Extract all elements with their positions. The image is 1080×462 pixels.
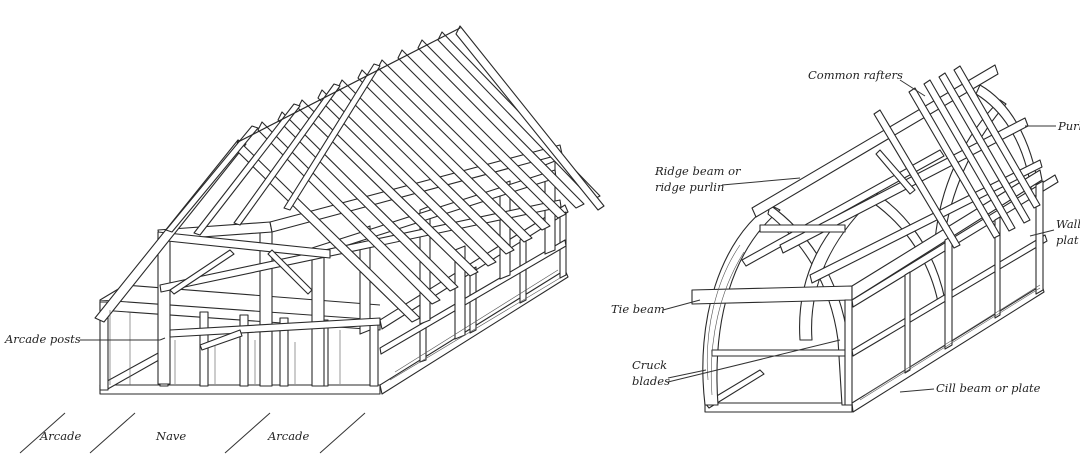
wall-plate-label-line1: Wall: [1056, 217, 1080, 231]
cruck-blades-label-line2: blades: [632, 374, 670, 388]
purlin-label: Purli: [1057, 119, 1080, 133]
wall-plate-leader: [1029, 229, 1055, 237]
cruck-blades-label-line1: Cruck: [632, 358, 667, 372]
ridge-beam-label-line1: Ridge beam or: [654, 164, 742, 178]
cill-beam-leader: [899, 388, 935, 393]
common-rafters-left: [94, 25, 605, 323]
frame-posts: [844, 180, 1044, 406]
cill-beam-label: Cill beam or plate: [936, 381, 1041, 395]
arcade-left-divider-2: [89, 412, 136, 454]
arcade-left-label: Arcade: [39, 429, 81, 443]
roof-members: [751, 64, 1043, 284]
cruck-blades-leader-2: [667, 339, 841, 383]
wind-braces: [169, 249, 313, 351]
nave-label: Nave: [155, 429, 186, 443]
ridge-beam-label-line2: ridge purlin: [655, 180, 724, 194]
wall-plate-label-line2: plat: [1056, 233, 1079, 247]
right-labels: Common rafters Purli Ridge beam or ridge…: [611, 68, 1080, 395]
cruck-blades-leader: [667, 369, 707, 379]
tie-beam-leader: [662, 299, 701, 311]
arcade-left-divider: [19, 412, 66, 454]
hatching: [109, 269, 561, 385]
cruck-frame-drawing: [691, 64, 1059, 413]
arcade-right-divider: [224, 412, 271, 454]
cruck-hatching: [706, 244, 1041, 401]
common-rafters-label: Common rafters: [808, 68, 903, 82]
aisled-hall-frame-drawing: [94, 25, 605, 395]
tie-beam-label: Tie beam: [611, 302, 665, 316]
arcade-posts-label: Arcade posts: [4, 332, 81, 346]
arcade-right-label: Arcade: [267, 429, 309, 443]
left-labels: Arcade posts Arcade Nave Arcade: [4, 332, 366, 454]
ridge-beam-leader: [721, 177, 801, 186]
arcade-right-divider-2: [319, 412, 366, 454]
common-rafters-leader: [899, 79, 926, 97]
